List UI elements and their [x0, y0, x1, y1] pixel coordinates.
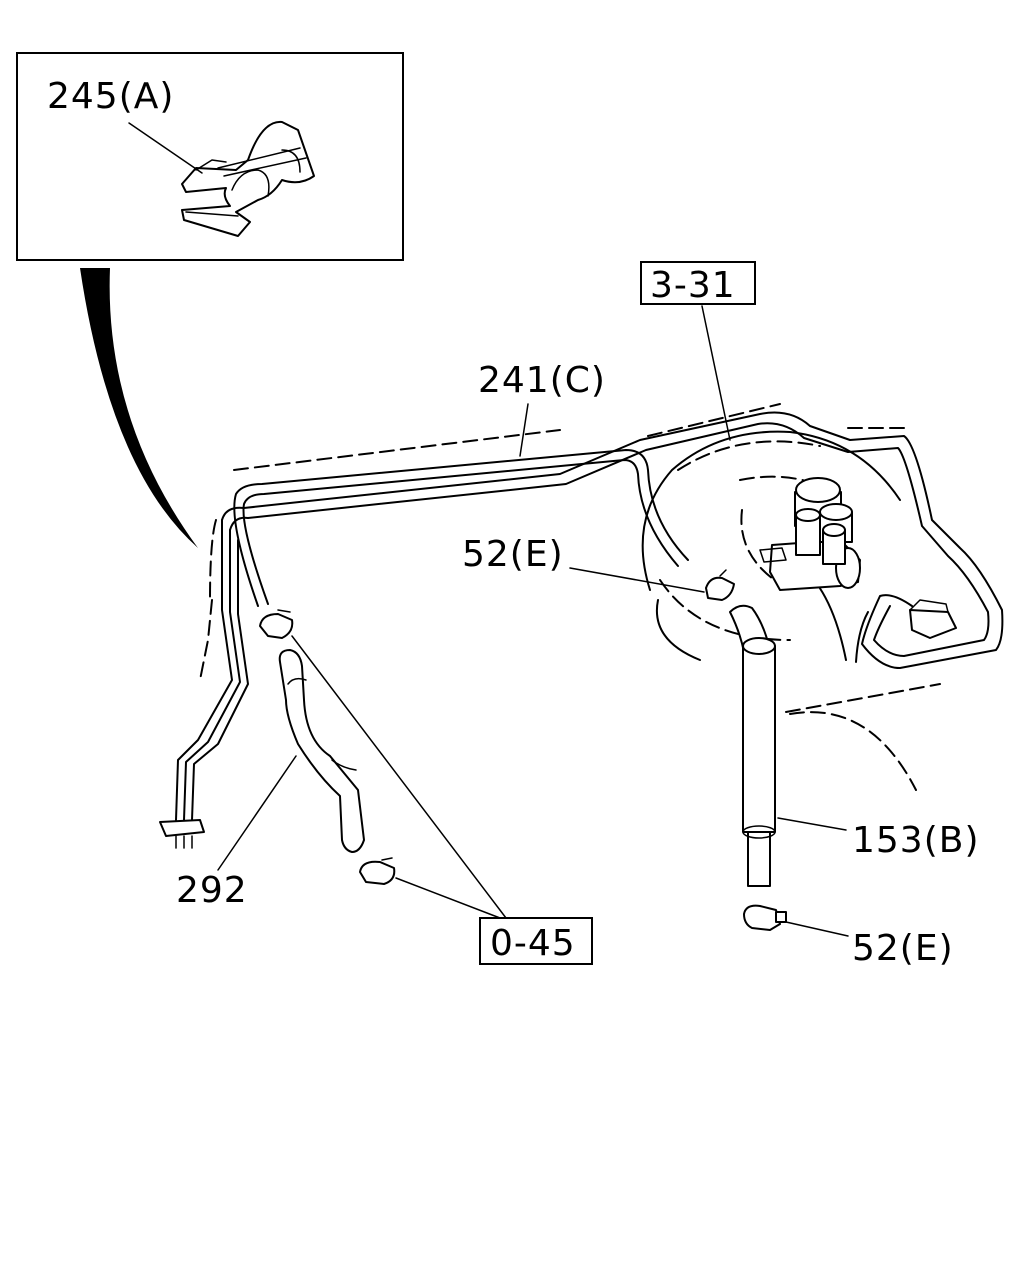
- vacuum-pipe: [175, 403, 1004, 821]
- leader-clip: [128, 122, 203, 174]
- brake-booster: [641, 430, 901, 661]
- label-clamp-lower: 52(E): [852, 928, 954, 969]
- ref-booster-box: [640, 261, 756, 305]
- master-cylinder: [759, 477, 861, 591]
- label-hose-long: 153(B): [852, 820, 980, 861]
- ref-clamp: 0-45: [291, 635, 593, 965]
- leader-hose-short: [217, 755, 297, 871]
- label-clamp-upper: 52(E): [462, 534, 564, 575]
- leader-ref-booster: [701, 305, 731, 441]
- pipe-connector-left: [159, 819, 205, 849]
- detail-pointer-arrow: [80, 268, 198, 548]
- inset-detail: 245(A): [16, 52, 404, 261]
- leader-ref-clamp-a: [291, 635, 507, 919]
- ref-clamp-box: [479, 917, 593, 965]
- leader-clamp-lower: [785, 921, 849, 937]
- label-pipe: 241(C): [478, 360, 606, 401]
- clamp-lower: 52(E): [743, 904, 954, 969]
- label-clip: 245(A): [47, 76, 174, 117]
- leader-ref-clamp-b: [395, 877, 501, 919]
- label-ref-booster: 3-31: [650, 265, 736, 306]
- hose-long: 153(B): [729, 604, 980, 887]
- hose-short: 292: [176, 609, 396, 911]
- label-ref-clamp: 0-45: [490, 923, 576, 964]
- label-hose-short: 292: [176, 870, 248, 911]
- ref-booster: 3-31: [640, 261, 756, 441]
- clip-part: [181, 120, 315, 237]
- leader-clamp-upper: [569, 567, 705, 593]
- leader-hose-long: [777, 817, 847, 831]
- leader-pipe: [519, 403, 529, 457]
- clamp-upper: 52(E): [462, 534, 735, 601]
